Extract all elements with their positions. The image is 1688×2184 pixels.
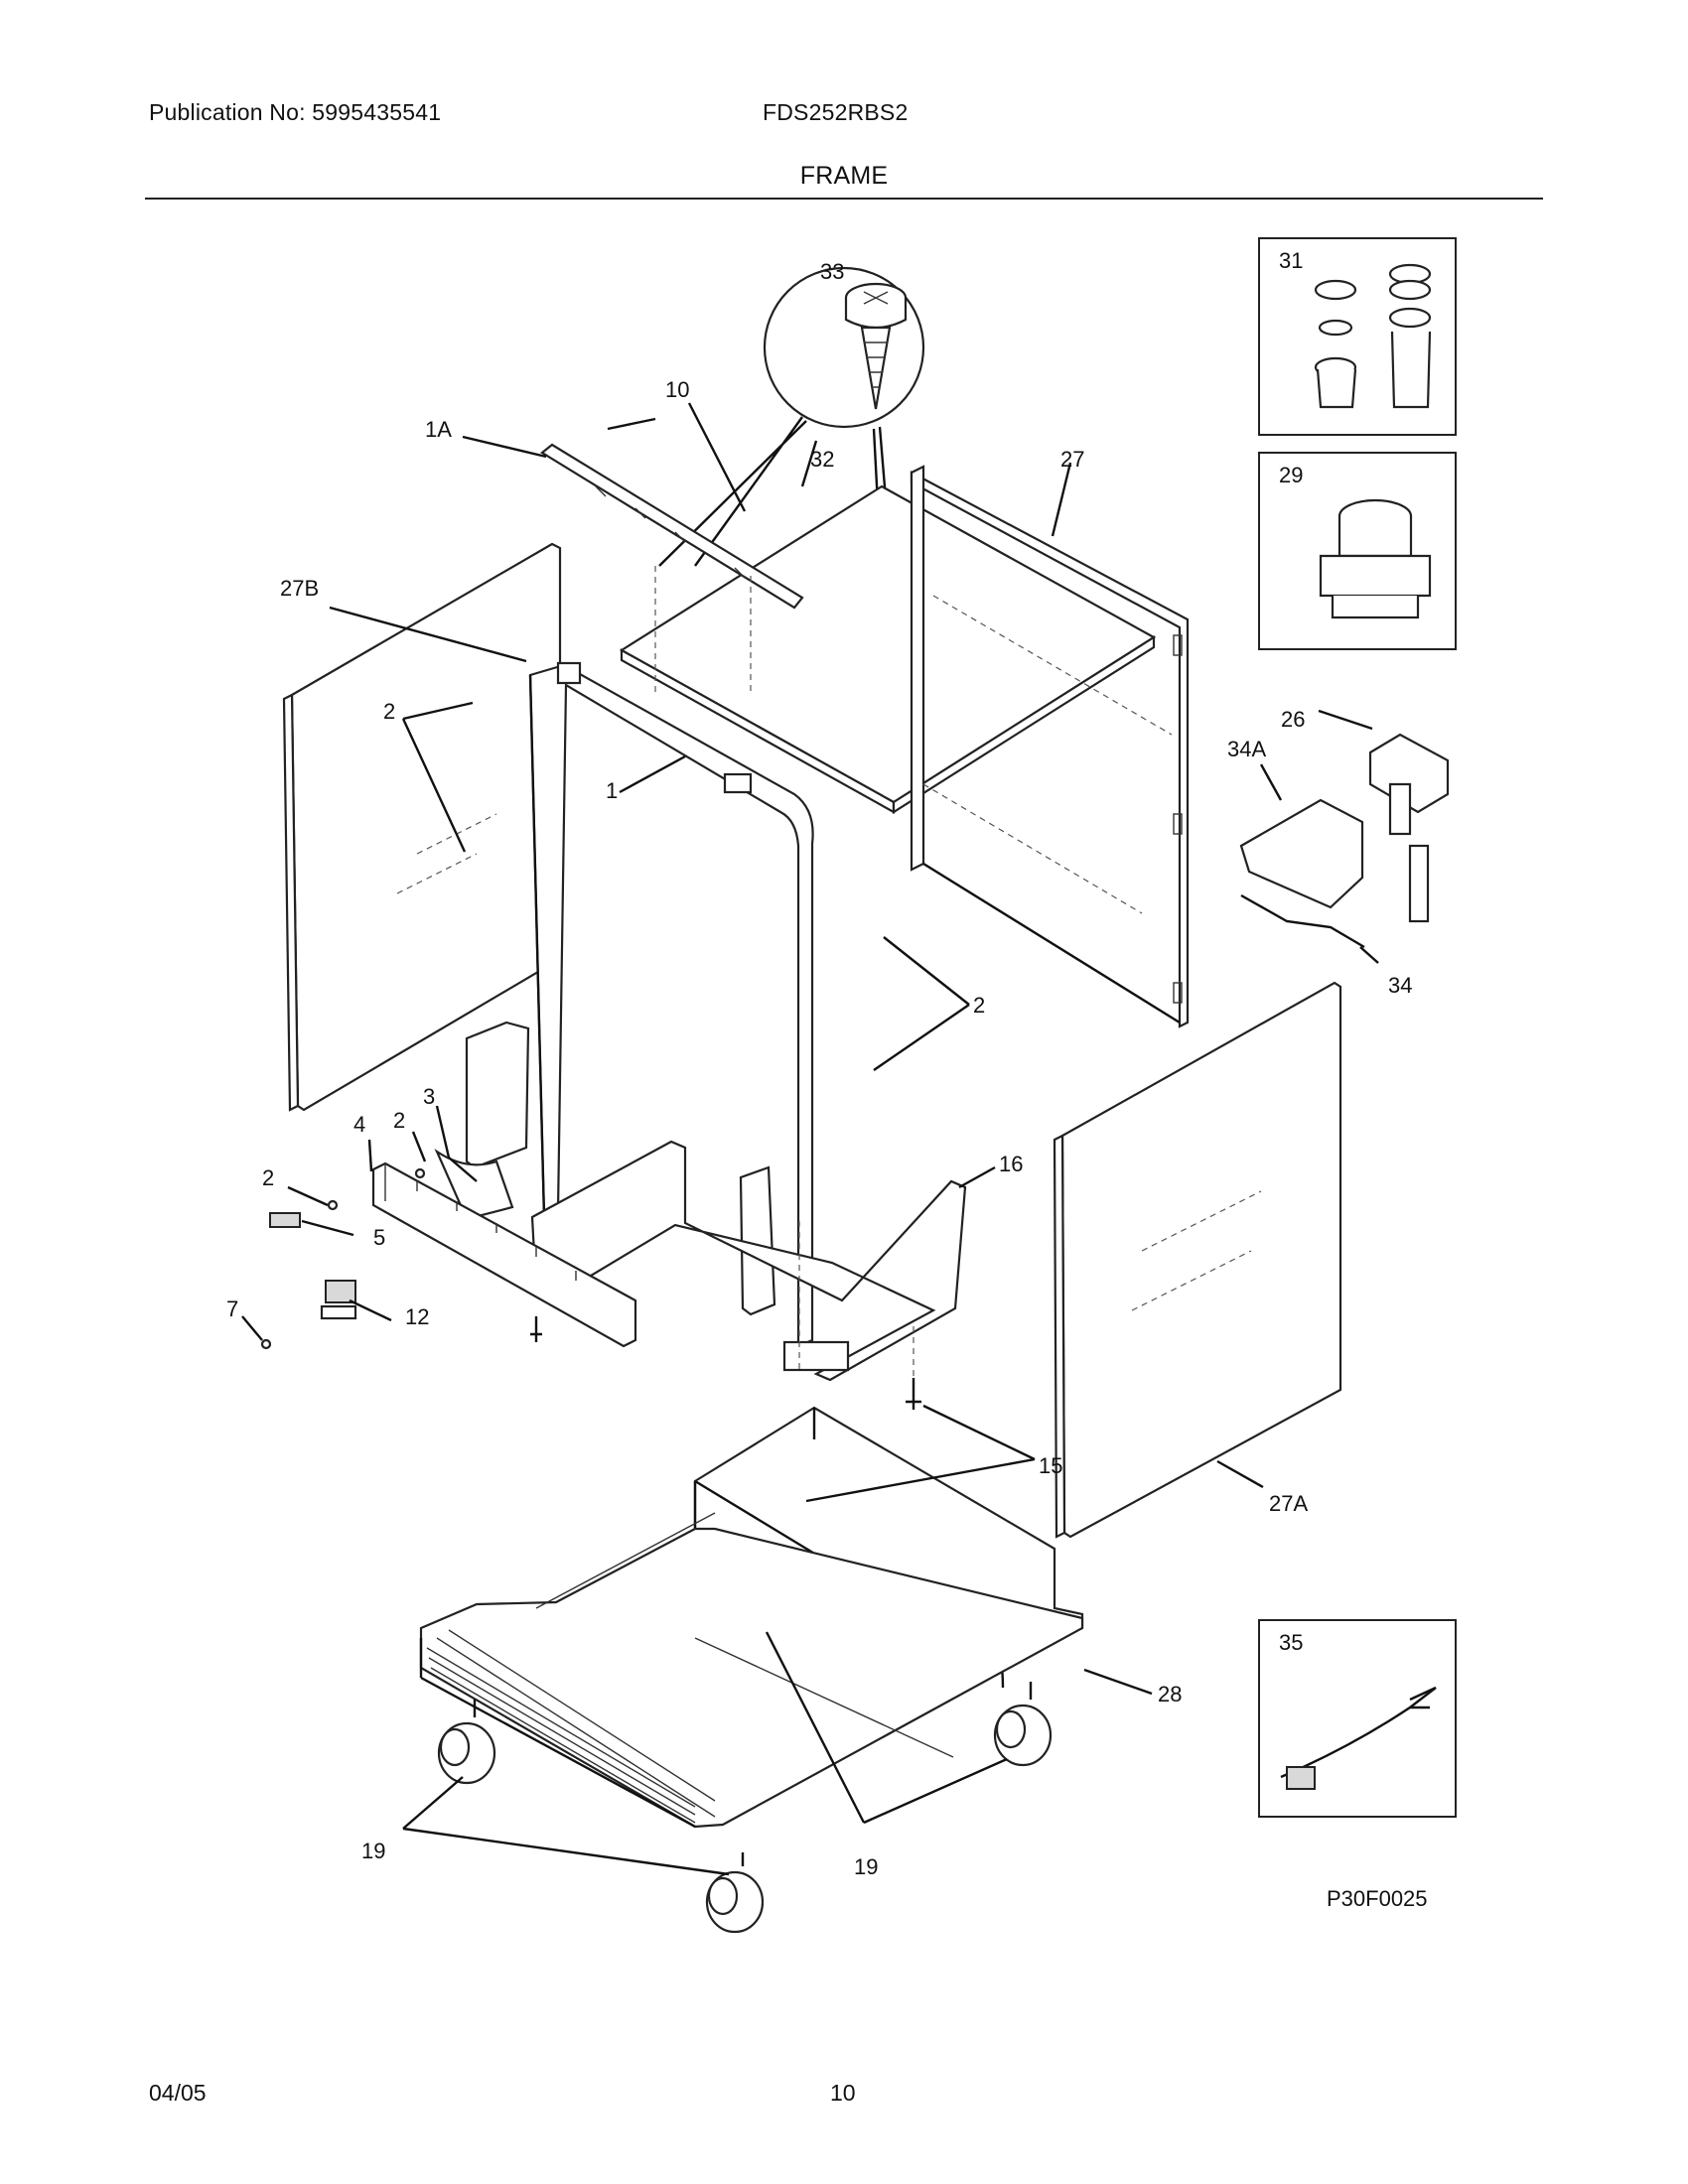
callout-34: 34 <box>1388 973 1412 998</box>
callout-3: 3 <box>423 1084 435 1109</box>
callout-2-mid: 2 <box>393 1108 405 1133</box>
callout-27a: 27A <box>1269 1491 1308 1516</box>
publication-number: Publication No: 5995435541 <box>149 99 442 125</box>
callout-26: 26 <box>1281 707 1305 732</box>
diagram-code: P30F0025 <box>1327 1886 1428 1911</box>
inset-35 <box>1258 1619 1457 1818</box>
callout-27: 27 <box>1060 447 1084 472</box>
inset-31 <box>1258 237 1457 436</box>
top-panel <box>619 484 1157 814</box>
back-panel <box>910 465 1190 1028</box>
callout-2-top: 2 <box>383 699 395 724</box>
screw-detail-circle <box>763 266 925 429</box>
callout-28: 28 <box>1158 1682 1182 1706</box>
small-hardware <box>260 1167 921 1410</box>
base-tub <box>419 1406 1084 1829</box>
callout-12: 12 <box>405 1304 429 1329</box>
callout-34a: 34A <box>1227 737 1266 761</box>
callout-leaders <box>241 402 1379 1876</box>
front-rail <box>371 1161 637 1348</box>
callout-2-left: 2 <box>262 1165 274 1190</box>
valve-and-brackets <box>1239 733 1450 949</box>
model-number: FDS252RBS2 <box>763 99 909 125</box>
callout-1: 1 <box>606 778 618 803</box>
callout-16: 16 <box>999 1152 1023 1176</box>
detail-leaders <box>658 416 906 716</box>
side-panel-27b <box>282 542 562 1112</box>
inset-label-35: 35 <box>1279 1630 1303 1655</box>
inset-29 <box>1258 452 1457 650</box>
callout-33: 33 <box>820 259 844 284</box>
header-rule <box>145 198 1543 200</box>
callout-19-left: 19 <box>361 1839 385 1863</box>
callout-27b: 27B <box>280 576 319 601</box>
callout-10: 10 <box>665 377 689 402</box>
casters <box>437 1682 1053 1934</box>
callout-5: 5 <box>373 1225 385 1250</box>
callout-7: 7 <box>226 1297 238 1321</box>
callout-19-center: 19 <box>854 1854 878 1879</box>
callout-4: 4 <box>353 1112 365 1137</box>
footer-page-number: 10 <box>830 2080 856 2106</box>
footer-date: 04/05 <box>149 2080 207 2106</box>
inset-label-29: 29 <box>1279 463 1303 487</box>
callout-1a: 1A <box>425 417 452 442</box>
callout-2-right: 2 <box>973 993 985 1018</box>
base-frame-16 <box>530 1140 967 1382</box>
inset-label-31: 31 <box>1279 248 1303 273</box>
callout-15: 15 <box>1039 1453 1062 1478</box>
side-panel-27a <box>1053 981 1342 1539</box>
section-title: FRAME <box>799 162 889 190</box>
hinge-brackets <box>434 1021 776 1316</box>
callout-32: 32 <box>810 447 834 472</box>
rail-1a <box>540 443 804 695</box>
frame-1 <box>528 661 814 1348</box>
